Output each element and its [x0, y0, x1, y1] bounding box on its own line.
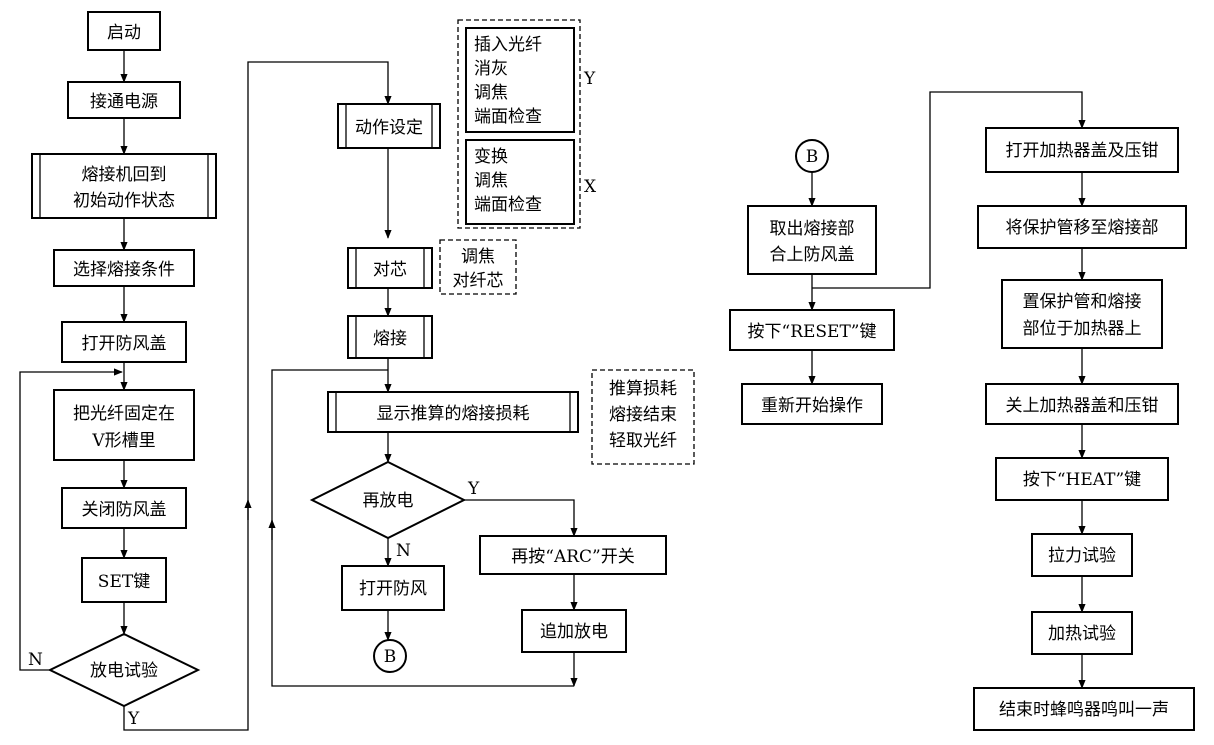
- open-cover-label: 打开防风盖: [82, 334, 167, 354]
- reset-state-line2: 初始动作状态: [73, 191, 175, 211]
- redischarge-label: 再放电: [363, 491, 414, 511]
- heat-test-box: 加热试验: [1031, 611, 1133, 655]
- close-heater-label: 关上加热器盖和压钳: [1006, 396, 1159, 416]
- close-cover-box: 关闭防风盖: [61, 487, 187, 529]
- move-sleeve-box: 将保护管移至熔接部: [977, 205, 1187, 249]
- fix-fiber-box: 把光纤固定在 V形槽里: [53, 389, 195, 461]
- x-group-item3: 端面检查: [474, 195, 542, 215]
- splice-label: 熔接: [373, 329, 407, 349]
- connector-b-left-label: B: [384, 647, 397, 667]
- y-group-item1: 插入光纤: [474, 35, 542, 55]
- align-note-line1: 调焦: [461, 247, 495, 267]
- redischarge-n-label: N: [396, 541, 411, 561]
- power-on-box: 接通电源: [67, 81, 181, 119]
- action-setting-label: 动作设定: [355, 118, 423, 138]
- open-wind-box: 打开防风: [341, 565, 445, 611]
- close-cover-label: 关闭防风盖: [82, 500, 167, 520]
- x-group-item1: 变换: [474, 147, 508, 167]
- connector-b-left: B: [373, 639, 407, 673]
- buzzer-label: 结束时蜂鸣器鸣叫一声: [999, 700, 1169, 720]
- press-reset-box: 按下“RESET”键: [729, 309, 895, 351]
- extra-discharge-label: 追加放电: [540, 622, 608, 642]
- y-group-item4: 端面检查: [474, 107, 542, 127]
- press-heat-box: 按下“HEAT”键: [995, 457, 1169, 501]
- y-group-item2: 消灰: [474, 59, 508, 79]
- extra-discharge-box: 追加放电: [521, 609, 627, 653]
- close-heater-box: 关上加热器盖和压钳: [985, 383, 1179, 425]
- start-label: 启动: [107, 23, 141, 43]
- open-heater-label: 打开加热器盖及压钳: [1006, 141, 1159, 161]
- connector-b-right-label: B: [806, 147, 819, 167]
- x-group-label: X: [584, 177, 597, 197]
- reset-state-box: 熔接机回到 初始动作状态: [31, 153, 217, 219]
- place-sleeve-line2: 部位于加热器上: [1023, 319, 1142, 339]
- test-discharge-n-label: N: [28, 650, 43, 670]
- col1-arrows: [19, 50, 392, 731]
- loss-note-line1: 推算损耗: [609, 379, 677, 399]
- press-heat-label: 按下“HEAT”键: [1023, 470, 1141, 490]
- show-loss-label: 显示推算的熔接损耗: [377, 404, 530, 424]
- place-sleeve-line1: 置保护管和熔接: [1023, 292, 1142, 312]
- redischarge-y-label: Y: [467, 479, 480, 499]
- open-cover-box: 打开防风盖: [61, 321, 187, 363]
- fix-fiber-line2: V形槽里: [91, 431, 155, 451]
- option-groups: 插入光纤 消灰 调焦 端面检查 变换 调焦 端面检查: [457, 19, 581, 229]
- tension-test-box: 拉力试验: [1031, 533, 1133, 577]
- splice-box: 熔接: [347, 315, 433, 359]
- test-discharge-diamond: 放电试验: [47, 632, 201, 708]
- align-box: 对芯: [347, 247, 433, 289]
- y-group-item3: 调焦: [474, 83, 508, 103]
- restart-box: 重新开始操作: [741, 383, 883, 425]
- place-sleeve-box: 置保护管和熔接 部位于加热器上: [1001, 279, 1163, 349]
- connector-b-right: B: [795, 139, 829, 173]
- heat-test-label: 加热试验: [1048, 624, 1116, 644]
- open-wind-label: 打开防风: [359, 579, 427, 599]
- test-discharge-label: 放电试验: [90, 661, 158, 681]
- move-sleeve-label: 将保护管移至熔接部: [1006, 218, 1159, 238]
- action-setting-box: 动作设定: [337, 103, 441, 149]
- take-out-box: 取出熔接部 合上防风盖: [747, 205, 877, 275]
- power-on-label: 接通电源: [90, 92, 158, 112]
- select-condition-label: 选择熔接条件: [73, 260, 175, 280]
- align-label: 对芯: [373, 260, 407, 280]
- open-heater-box: 打开加热器盖及压钳: [985, 127, 1179, 173]
- select-condition-box: 选择熔接条件: [53, 249, 195, 287]
- restart-label: 重新开始操作: [761, 396, 863, 416]
- col3-arrows: [808, 91, 1086, 385]
- align-note: 调焦 对纤芯: [439, 239, 517, 295]
- take-out-line1: 取出熔接部: [770, 219, 855, 239]
- buzzer-box: 结束时蜂鸣器鸣叫一声: [973, 687, 1195, 731]
- show-loss-box: 显示推算的熔接损耗: [327, 391, 579, 433]
- loss-note-line2: 熔接结束: [609, 405, 677, 425]
- press-arc-label: 再按“ARC”开关: [511, 547, 634, 567]
- col2-arrows: [244, 148, 578, 687]
- take-out-line2: 合上防风盖: [770, 245, 855, 265]
- reset-state-line1: 熔接机回到: [82, 165, 167, 185]
- align-note-line2: 对纤芯: [453, 271, 504, 291]
- loss-note-line3: 轻取光纤: [609, 431, 677, 451]
- y-group-label: Y: [583, 69, 596, 89]
- press-reset-label: 按下“RESET”键: [748, 322, 877, 342]
- x-group-item2: 调焦: [474, 171, 508, 191]
- test-discharge-y-label: Y: [127, 709, 140, 729]
- set-key-box: SET键: [81, 557, 167, 603]
- set-key-label: SET键: [98, 572, 150, 592]
- redischarge-diamond: 再放电: [309, 460, 467, 540]
- press-arc-box: 再按“ARC”开关: [479, 535, 667, 575]
- fix-fiber-line1: 把光纤固定在: [73, 404, 175, 424]
- tension-test-label: 拉力试验: [1048, 546, 1116, 566]
- start-box: 启动: [87, 11, 161, 51]
- loss-note: 推算损耗 熔接结束 轻取光纤: [591, 369, 695, 465]
